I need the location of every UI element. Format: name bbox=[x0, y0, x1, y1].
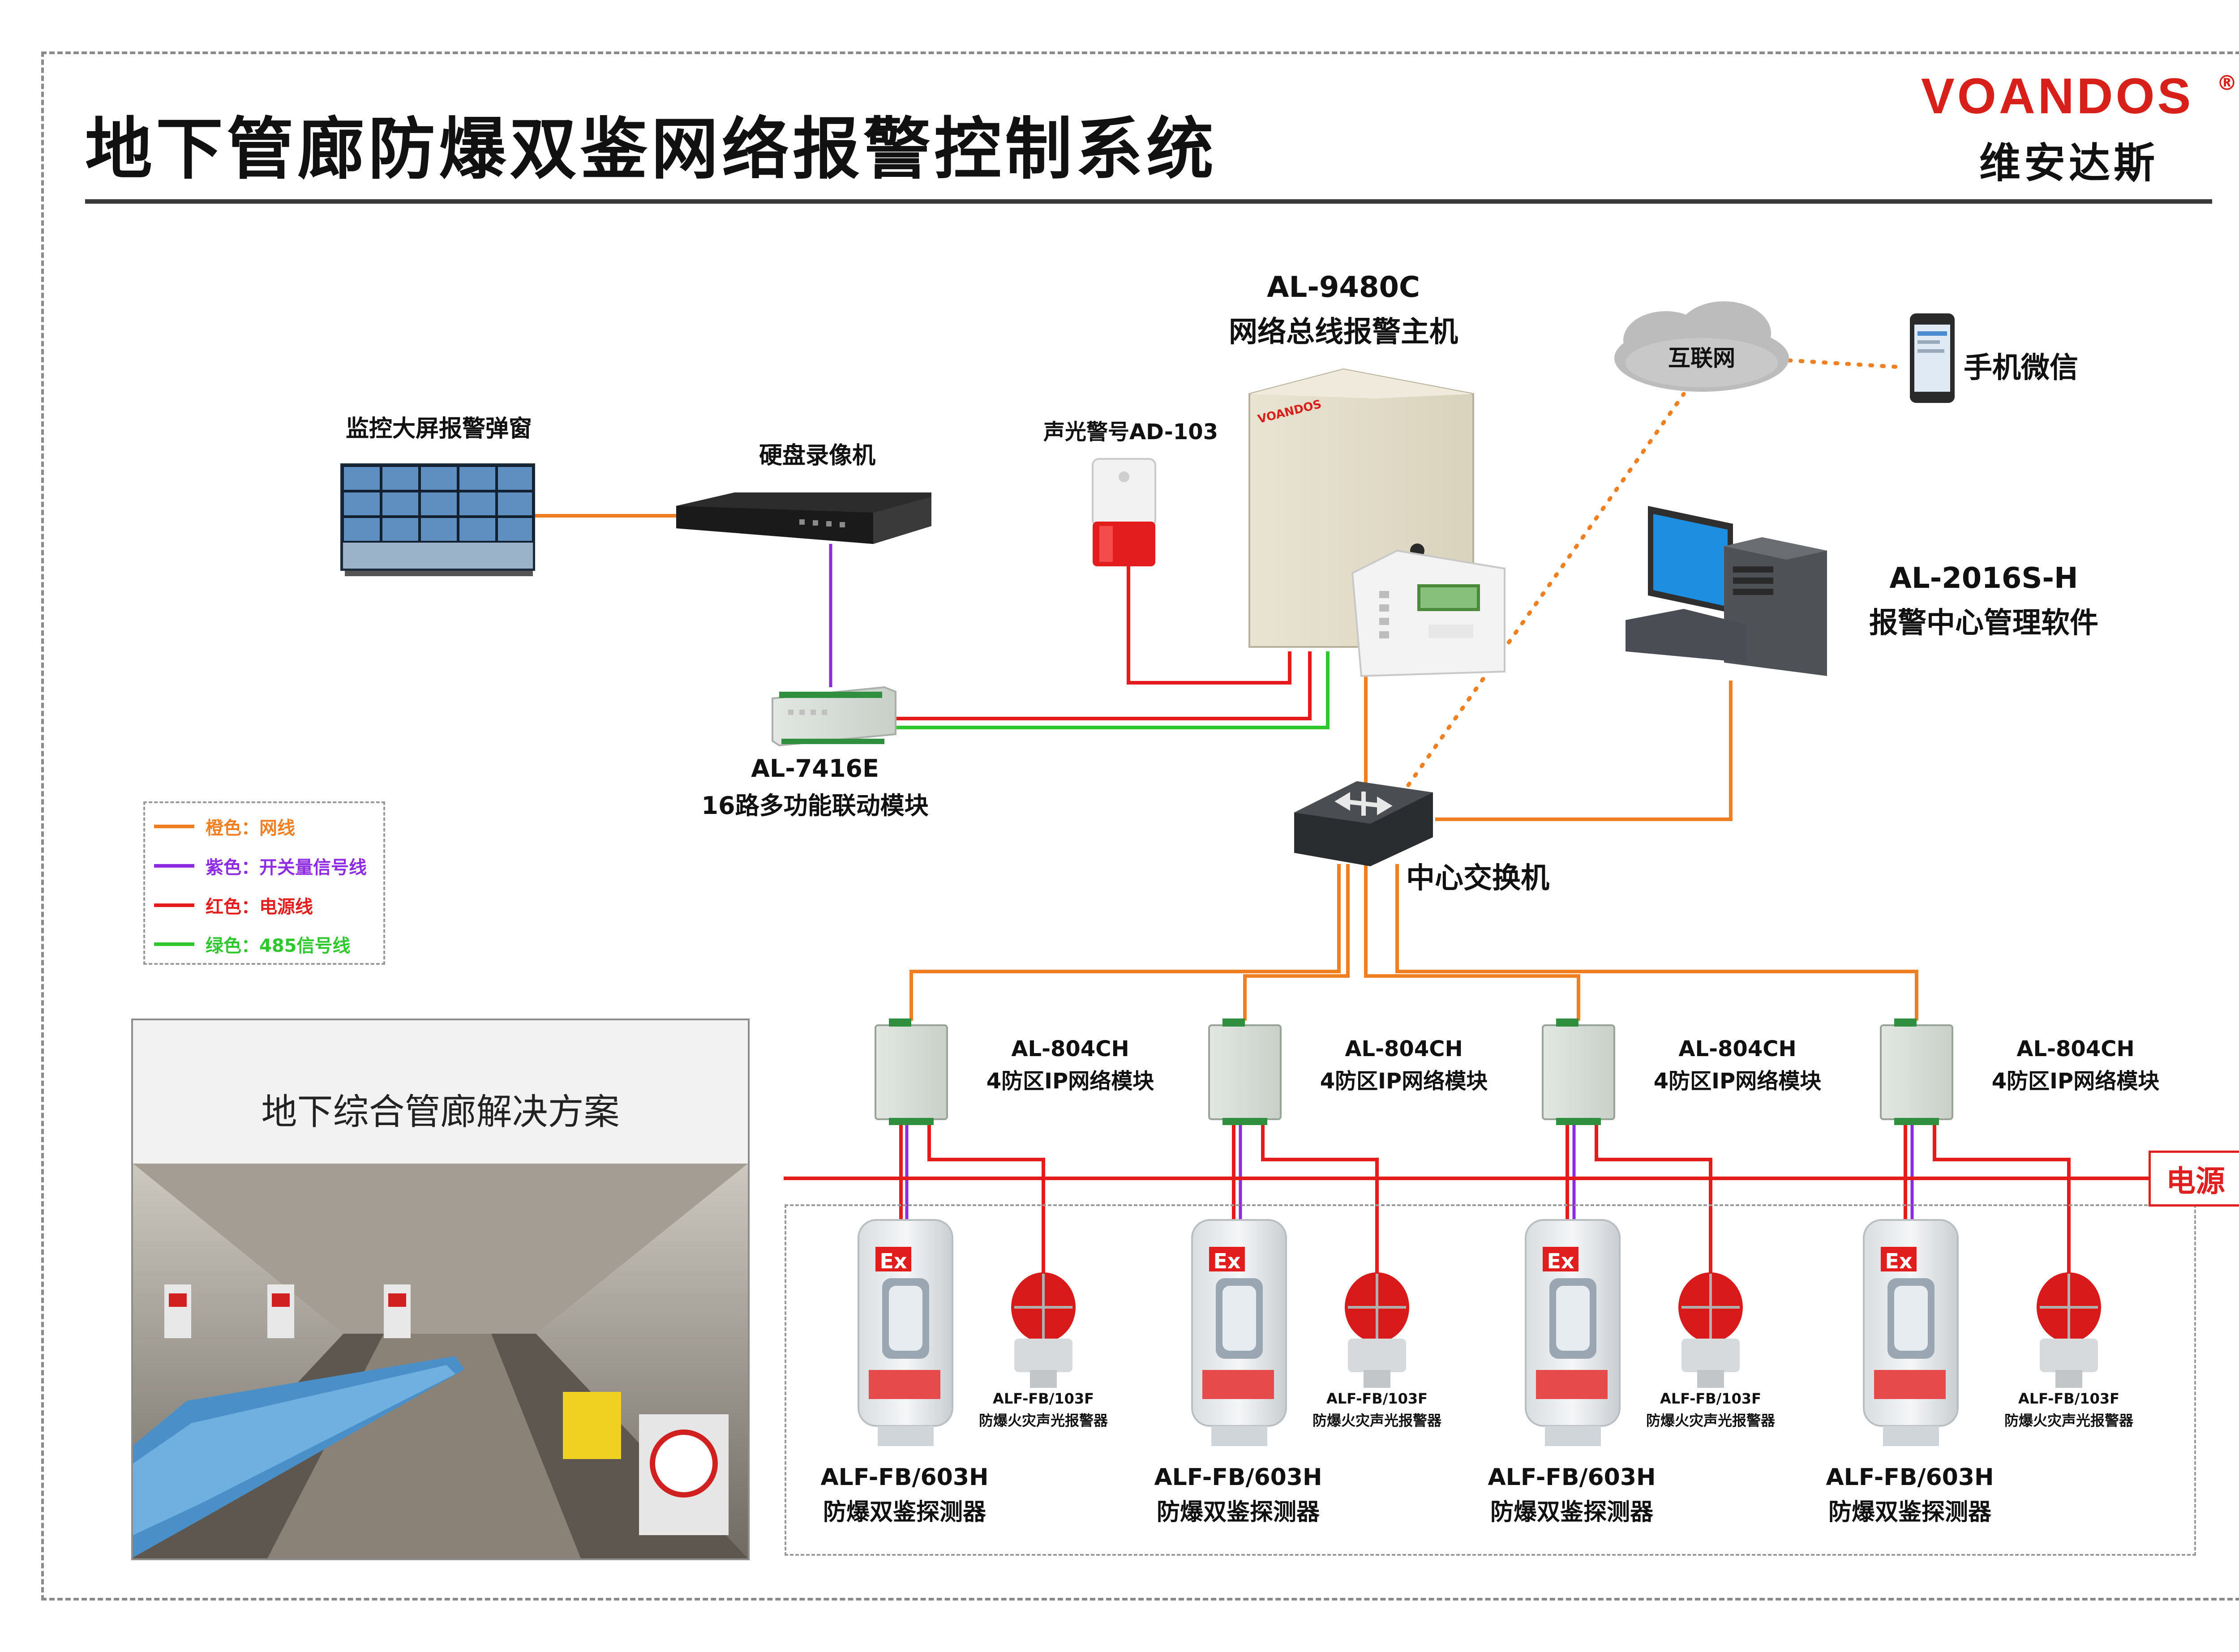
detector-model: ALF-FB/603H bbox=[1488, 1464, 1656, 1491]
field-devices-group bbox=[785, 1204, 2196, 1556]
tunnel-photo bbox=[133, 1020, 748, 1558]
alarm-name: 防爆火灾声光报警器 bbox=[978, 1412, 1108, 1429]
brand-logo: VOANDOS bbox=[1921, 68, 2194, 124]
tunnel-photo-panel: 地下综合管廊解决方案 bbox=[131, 1019, 750, 1560]
legend-swatch-purple bbox=[154, 864, 194, 868]
alarm-panel-icon bbox=[1248, 368, 1506, 677]
legend-swatch-green bbox=[154, 942, 194, 946]
alarm-name: 防爆火灾声光报警器 bbox=[2004, 1412, 2133, 1429]
phone-icon bbox=[1910, 313, 1955, 403]
internet-cloud-icon bbox=[1614, 301, 1789, 392]
nvr-icon bbox=[676, 492, 931, 544]
alarm-name: 防爆火灾声光报警器 bbox=[1646, 1412, 1775, 1429]
linkage-module-icon bbox=[772, 686, 896, 747]
power-label: 电源 bbox=[2149, 1151, 2239, 1207]
siren-label: 声光警号AD-103 bbox=[1043, 419, 1218, 445]
internet-link bbox=[1399, 358, 1903, 797]
ex-mark: Ex bbox=[1885, 1249, 1913, 1273]
alarm-model: ALF-FB/103F bbox=[2018, 1390, 2119, 1407]
nvr-label: 硬盘录像机 bbox=[759, 442, 875, 469]
detector-name: 防爆双鉴探测器 bbox=[1156, 1499, 1320, 1526]
alarm-model: ALF-FB/103F bbox=[1326, 1390, 1428, 1407]
legend: 橙色：网线 紫色：开关量信号线 红色：电源线 绿色：485信号线 bbox=[143, 801, 385, 965]
alarm-model: ALF-FB/103F bbox=[1660, 1390, 1761, 1407]
detector-name: 防爆双鉴探测器 bbox=[1490, 1499, 1653, 1526]
core-switch-label: 中心交换机 bbox=[1406, 862, 1549, 895]
cloud-label: 互联网 bbox=[1668, 345, 1735, 371]
photo-title: 地下综合管廊解决方案 bbox=[261, 1091, 620, 1133]
detector-model: ALF-FB/603H bbox=[1154, 1464, 1322, 1491]
linkage-name: 16路多功能联动模块 bbox=[701, 792, 929, 820]
ip-module-model: AL-804CH bbox=[1011, 1036, 1129, 1061]
ip-module-name: 4防区IP网络模块 bbox=[1991, 1069, 2160, 1094]
software-model: AL-2016S-H bbox=[1889, 562, 2078, 595]
explosion-proof-alarm-icons bbox=[1011, 1272, 2101, 1388]
detector-model: ALF-FB/603H bbox=[820, 1464, 989, 1491]
brand-chinese-name: 维安达斯 bbox=[1979, 139, 2158, 187]
legend-item-rs485: 绿色：485信号线 bbox=[154, 931, 351, 958]
software-name: 报警中心管理软件 bbox=[1869, 607, 2098, 640]
detector-model: ALF-FB/603H bbox=[1826, 1464, 1994, 1491]
detector-name: 防爆双鉴探测器 bbox=[823, 1499, 986, 1526]
management-pc-icon bbox=[1626, 506, 1827, 676]
explosion-proof-detector-icons bbox=[858, 1219, 1959, 1446]
siren-icon bbox=[1092, 458, 1156, 566]
ip-module-name: 4防区IP网络模块 bbox=[986, 1069, 1154, 1094]
video-wall-label: 监控大屏报警弹窗 bbox=[345, 415, 532, 442]
title-underline bbox=[85, 199, 2212, 204]
registered-mark: ® bbox=[2217, 71, 2237, 95]
legend-item-switch-signal: 紫色：开关量信号线 bbox=[154, 852, 367, 879]
alarm-model: ALF-FB/103F bbox=[993, 1390, 1094, 1407]
legend-item-network: 橙色：网线 bbox=[154, 813, 295, 840]
ip-module-terminals bbox=[889, 1019, 1939, 1125]
ex-mark: Ex bbox=[1547, 1249, 1574, 1273]
detector-name: 防爆双鉴探测器 bbox=[1828, 1499, 1991, 1526]
ip-module-model: AL-804CH bbox=[1345, 1036, 1463, 1061]
video-wall-icon bbox=[340, 463, 535, 576]
rs485-line bbox=[889, 651, 1330, 729]
ip-module-name: 4防区IP网络模块 bbox=[1320, 1069, 1488, 1094]
ip-module-name: 4防区IP网络模块 bbox=[1653, 1069, 1822, 1094]
ip-module-model: AL-804CH bbox=[2016, 1036, 2135, 1061]
network-cables bbox=[535, 514, 1918, 1021]
page-title: 地下管廊防爆双鉴网络报警控制系统 bbox=[85, 111, 1218, 188]
legend-item-power: 红色：电源线 bbox=[154, 892, 313, 919]
alarm-name: 防爆火灾声光报警器 bbox=[1312, 1412, 1441, 1429]
ex-mark: Ex bbox=[879, 1249, 907, 1273]
legend-swatch-red bbox=[154, 903, 194, 907]
panel-name: 网络总线报警主机 bbox=[1229, 316, 1458, 349]
page-border bbox=[41, 51, 2239, 1601]
ip-module-model: AL-804CH bbox=[1678, 1036, 1797, 1061]
core-switch-icon bbox=[1294, 781, 1433, 866]
panel-model: AL-9480C bbox=[1267, 271, 1420, 304]
phone-label: 手机微信 bbox=[1964, 351, 2078, 385]
ex-mark: Ex bbox=[1213, 1249, 1241, 1273]
linkage-model: AL-7416E bbox=[751, 754, 879, 783]
legend-swatch-orange bbox=[154, 825, 194, 828]
